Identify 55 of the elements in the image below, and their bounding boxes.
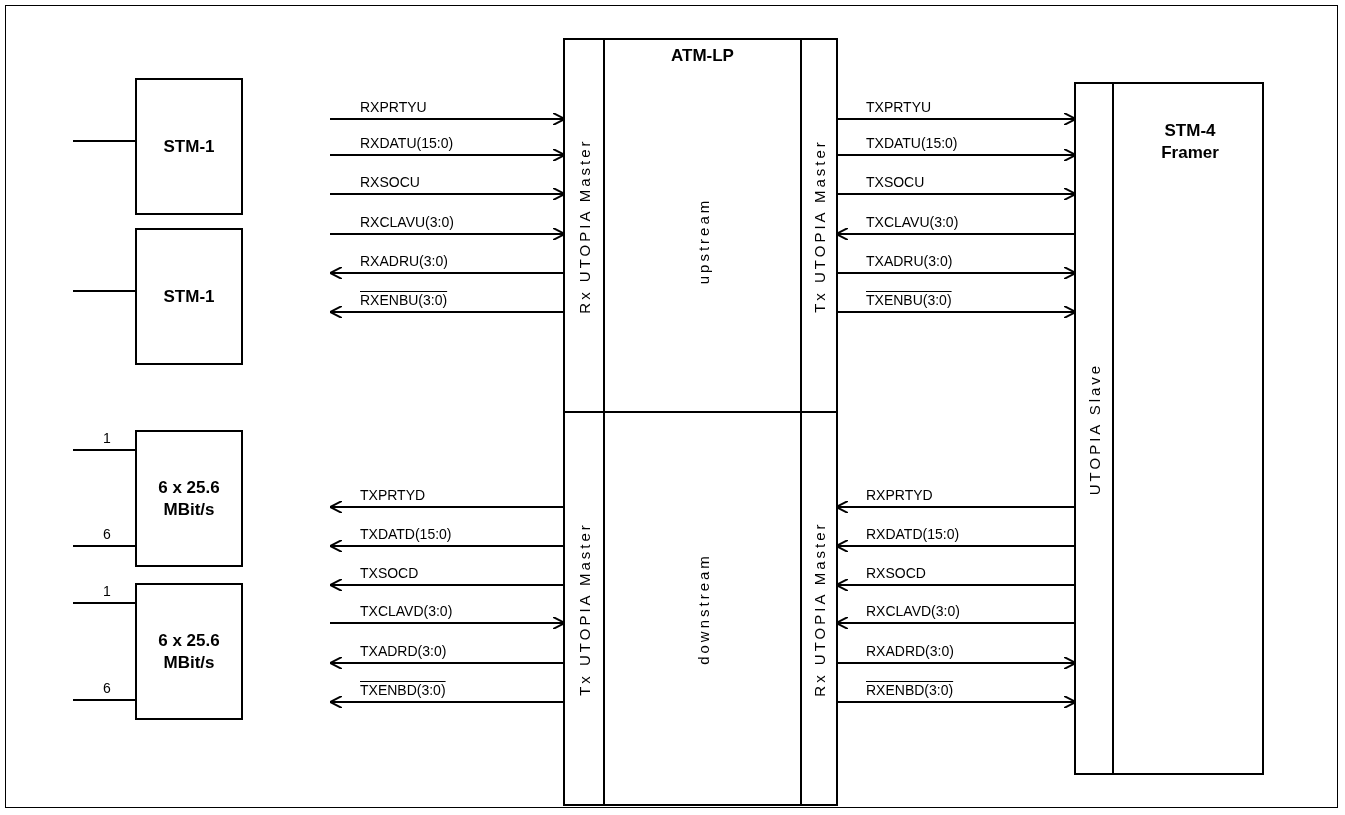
line xyxy=(72,545,136,547)
signal-label: RXCLAVU(3:0) xyxy=(360,214,454,230)
interface-strip xyxy=(565,40,605,413)
signal-label: RXPRTYU xyxy=(360,99,427,115)
signal-label: RXADRD(3:0) xyxy=(866,643,954,659)
line-interface-box xyxy=(135,228,243,365)
box-label: STM-1 xyxy=(162,135,216,158)
signal-label: TXPRTYU xyxy=(866,99,932,115)
vertical-label: Rx UTOPIA Master xyxy=(575,137,593,314)
block-title: ATM-LP xyxy=(670,46,735,66)
interface-strip xyxy=(800,40,836,413)
line-interface-box xyxy=(135,583,243,720)
line xyxy=(72,290,136,292)
box-label: 6 x 25.6 MBit/s xyxy=(157,476,221,521)
line-number: 6 xyxy=(103,526,111,542)
signal-label: RXSOCU xyxy=(360,174,420,190)
line-number: 1 xyxy=(103,583,111,599)
vertical-label: Tx UTOPIA Master xyxy=(810,138,828,313)
signal-label: RXENBD(3:0) xyxy=(866,682,954,698)
signal-label: TXADRD(3:0) xyxy=(360,643,447,659)
framer-block xyxy=(1074,82,1264,775)
signal-label: TXADRU(3:0) xyxy=(866,253,953,269)
signal-label: TXENBU(3:0) xyxy=(866,292,952,308)
signal-label: TXCLAVD(3:0) xyxy=(360,603,453,619)
line xyxy=(72,140,136,142)
line-number: 6 xyxy=(103,680,111,696)
signal-label: RXENBU(3:0) xyxy=(360,292,448,308)
line-number: 1 xyxy=(103,430,111,446)
line-interface-box xyxy=(135,78,243,215)
signal-label: RXDATD(15:0) xyxy=(866,526,960,542)
box-label: 6 x 25.6 MBit/s xyxy=(157,629,221,674)
signal-label: RXADRU(3:0) xyxy=(360,253,448,269)
vertical-label: Rx UTOPIA Master xyxy=(810,520,828,697)
signal-label: TXENBD(3:0) xyxy=(360,682,446,698)
line-interface-box xyxy=(135,430,243,567)
signal-label: TXDATU(15:0) xyxy=(866,135,958,151)
vertical-label: Tx UTOPIA Master xyxy=(575,521,593,696)
vertical-label: downstream xyxy=(694,552,711,665)
signal-label: RXCLAVD(3:0) xyxy=(866,603,960,619)
signal-label: TXDATD(15:0) xyxy=(360,526,452,542)
line xyxy=(72,602,136,604)
signal-label: RXSOCD xyxy=(866,565,926,581)
processor-block xyxy=(563,38,838,806)
signal-label: TXSOCU xyxy=(866,174,925,190)
block-title: STM-4 Framer xyxy=(1160,120,1220,164)
signal-label: TXCLAVU(3:0) xyxy=(866,214,959,230)
signal-label: RXDATU(15:0) xyxy=(360,135,454,151)
signal-label: RXPRTYD xyxy=(866,487,933,503)
signal-label: TXPRTYD xyxy=(360,487,426,503)
vertical-label: UTOPIA Slave xyxy=(1085,362,1103,495)
vertical-label: upstream xyxy=(694,197,711,284)
box-label: STM-1 xyxy=(162,285,216,308)
line xyxy=(72,449,136,451)
signal-label: TXSOCD xyxy=(360,565,419,581)
line xyxy=(72,699,136,701)
